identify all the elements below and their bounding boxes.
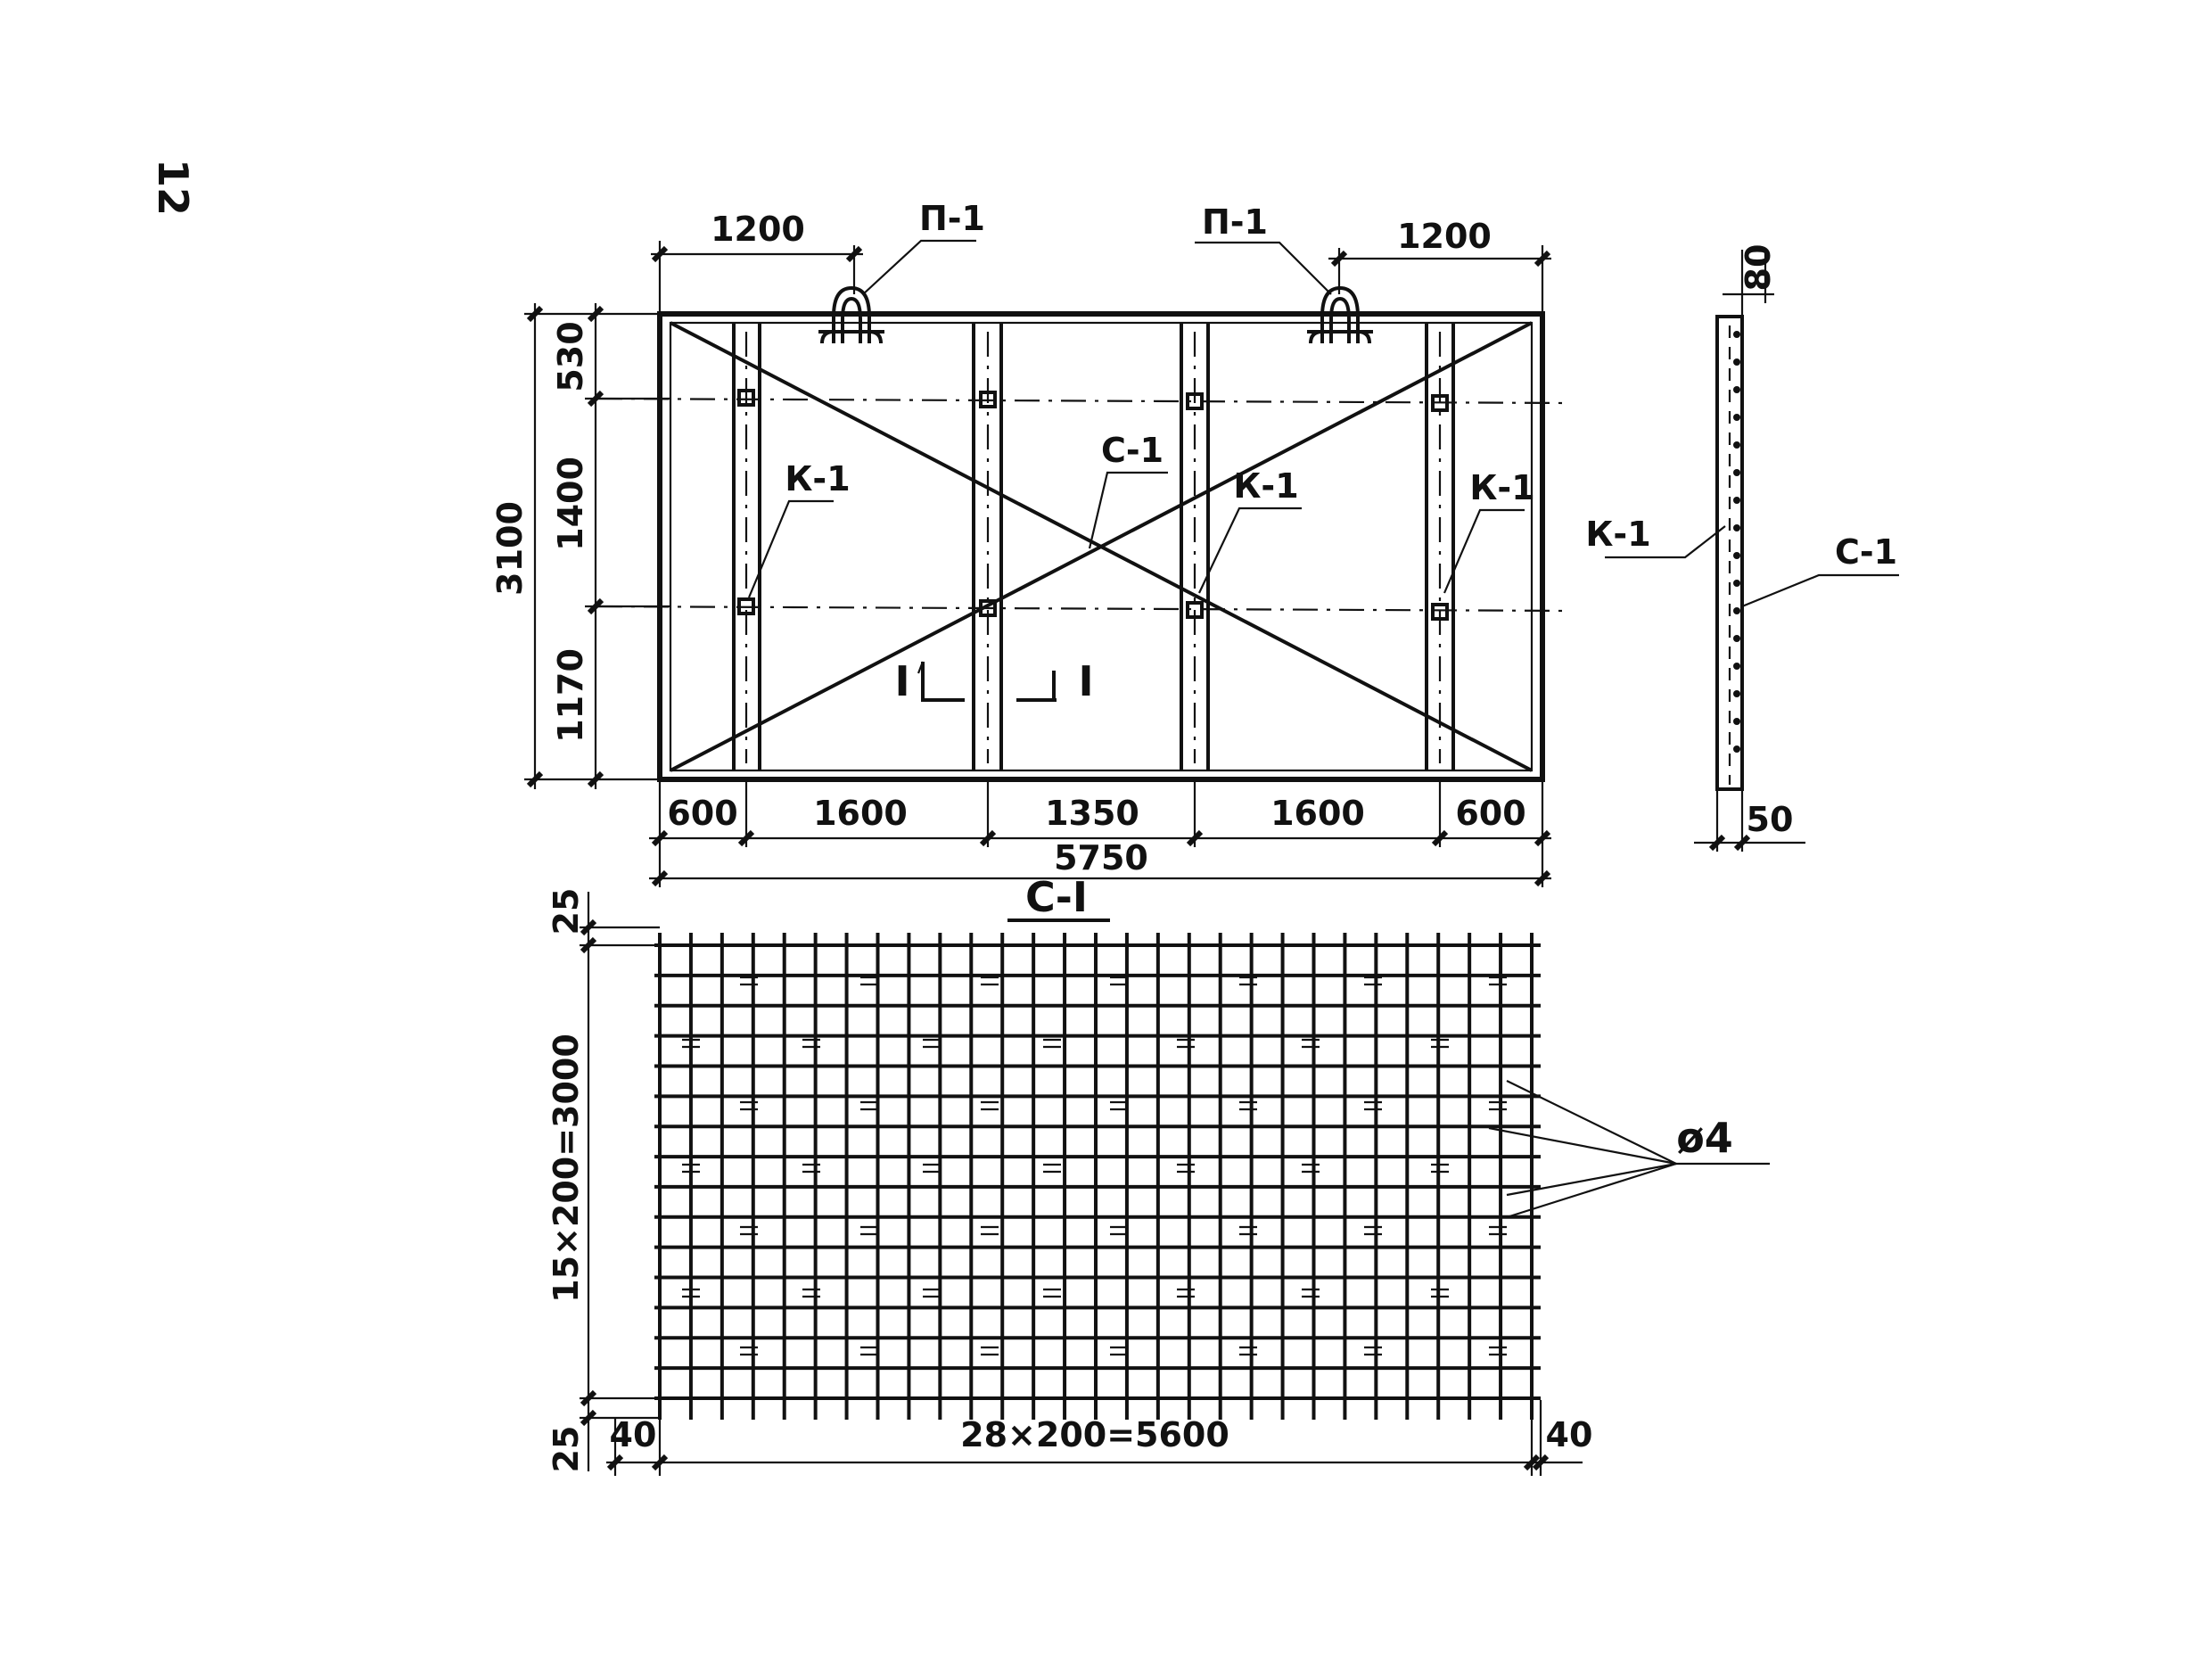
side-outline [1715,315,1744,791]
side-bar-dot [1733,331,1740,338]
dim-mesh-right-40: 40 [1546,1415,1593,1454]
label-lifting-loop-right: П-1 [1202,202,1268,242]
label-mesh-c1: С-1 [1101,431,1164,470]
dim-bottom-1600-left: 1600 [813,794,908,833]
label-connector-k1-left: К-1 [785,459,850,498]
page-number: 12 [149,159,197,216]
dim-bottom-1350: 1350 [1045,794,1139,833]
dim-left-530: 530 [551,321,590,391]
dim-side-50: 50 [1747,800,1794,839]
frame-view: 1200 1200 П-1 П-1 3100 530 1400 1170 [490,199,1570,887]
side-bar-dot [1733,386,1740,393]
dim-mesh-height: 15×200=3000 [547,1034,586,1303]
side-bar-dot [1733,441,1740,449]
side-bar-dot [1733,414,1740,421]
label-side-k1: К-1 [1585,515,1650,554]
dim-mesh-width: 28×200=5600 [960,1415,1229,1454]
side-bar-dot [1733,524,1740,531]
side-bar-dot [1733,663,1740,670]
side-bar-dot [1733,497,1740,504]
label-bar-diameter: ø4 [1676,1114,1733,1162]
frame-outline [657,311,1545,782]
section-mark-left: I [894,657,909,705]
lifting-loop-left [818,285,884,344]
side-bar-dot [1733,469,1740,476]
mesh-title: С-I [1025,873,1088,921]
side-bar-dot [1733,746,1740,753]
bottom-dimensions [649,779,1551,887]
mesh-grid [654,933,1541,1420]
side-bar-dot [1733,607,1740,614]
label-connector-k1-right: К-1 [1469,468,1534,507]
dim-side-80: 80 [1739,244,1778,292]
left-dimensions [524,303,670,789]
dim-left-1400: 1400 [551,457,590,551]
label-side-c1: С-1 [1835,532,1897,572]
dim-overall-height: 3100 [490,501,530,596]
dim-bottom-1600-right: 1600 [1270,794,1365,833]
side-bar-dot [1733,635,1740,642]
axis-line-upper [596,397,1570,405]
side-bar-dot [1733,552,1740,559]
dim-top-left: 1200 [711,210,805,249]
frame-inner-outline [669,321,1534,772]
label-lifting-loop-left: П-1 [919,199,985,238]
label-connector-k1-mid: К-1 [1233,466,1298,506]
dim-left-1170: 1170 [551,648,590,743]
section-mark-right: I [1078,657,1093,705]
mesh-view: С-I 25 15×200=3000 25 40 28×200=5600 40 [547,873,1770,1476]
dim-mesh-left-40: 40 [610,1415,657,1454]
side-bar-dot [1733,358,1740,366]
side-bars [1733,331,1740,753]
dim-bottom-600-right: 600 [1455,794,1525,833]
side-bar-dot [1733,690,1740,697]
top-dimensions [651,241,1551,314]
dim-mesh-top-25: 25 [547,888,586,935]
frame-diagonal [670,321,1533,772]
dim-bottom-600-left: 600 [667,794,737,833]
dim-mesh-bottom-25: 25 [547,1426,586,1473]
side-view: 80 50 К-1 С-1 [1585,244,1899,852]
axis-line-lower [596,605,1570,613]
connector-squares [737,389,1449,621]
vertical-posts [732,323,1455,770]
mesh-spacers [682,976,1507,1356]
dim-overall-width: 5750 [1054,838,1148,877]
side-bar-dot [1733,718,1740,725]
dim-top-right: 1200 [1397,217,1492,256]
side-bar-dot [1733,580,1740,587]
